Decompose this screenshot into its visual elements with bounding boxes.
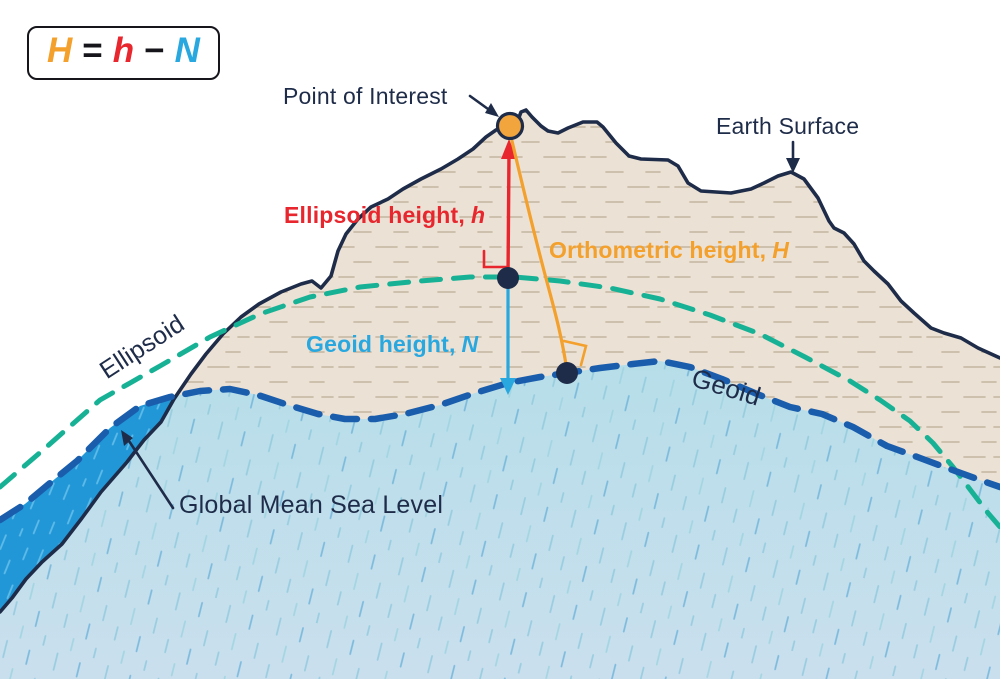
down-arrowhead bbox=[500, 378, 516, 395]
geoid-height-arrow bbox=[500, 284, 516, 395]
geoid-curve bbox=[0, 357, 1000, 524]
orthometric-height-text: Orthometric height, bbox=[549, 237, 767, 263]
ocean-region bbox=[0, 361, 1000, 679]
ellipsoid-height-symbol: h bbox=[471, 202, 486, 228]
poi-arrow bbox=[468, 94, 490, 111]
ellipsoid-height-line bbox=[482, 139, 517, 280]
geoid-height-symbol: N bbox=[461, 331, 479, 357]
ellipsoid-height-text: Ellipsoid height, bbox=[284, 202, 466, 228]
annotation-arrows bbox=[121, 94, 800, 510]
right-angle-marker-ellipsoid bbox=[482, 249, 510, 269]
formula-h: h bbox=[112, 31, 135, 70]
formula-N: N bbox=[174, 31, 200, 70]
earth-surface-outline bbox=[0, 108, 1000, 614]
ellipsoid-height-label: Ellipsoid height,h bbox=[284, 202, 485, 229]
point-of-interest-label: Point of Interest bbox=[283, 83, 448, 109]
point-of-interest-marker bbox=[495, 111, 525, 141]
geoid-height-label: Geoid height,N bbox=[306, 331, 478, 358]
formula-H: H bbox=[47, 31, 73, 70]
ellipsoid-intersection-dot bbox=[497, 267, 519, 289]
geoid-intersection-dot bbox=[556, 362, 578, 384]
geoid-height-text: Geoid height, bbox=[306, 331, 456, 357]
gmsl-arrow bbox=[127, 439, 175, 510]
right-angle-marker-plumb bbox=[562, 339, 588, 367]
ellipsoid-curve bbox=[0, 274, 1000, 530]
orthometric-height-label: Orthometric height,H bbox=[549, 237, 789, 264]
up-arrowhead bbox=[501, 139, 517, 159]
global-mean-sea-level-label: Global Mean Sea Level bbox=[179, 491, 444, 519]
earth-surface-label: Earth Surface bbox=[716, 113, 860, 139]
orthometric-plumb-line bbox=[510, 139, 588, 373]
formula-box: H = h − N bbox=[27, 26, 220, 80]
formula-minus: − bbox=[144, 31, 165, 70]
formula-equals: = bbox=[82, 31, 103, 70]
orthometric-height-symbol: H bbox=[772, 237, 790, 263]
